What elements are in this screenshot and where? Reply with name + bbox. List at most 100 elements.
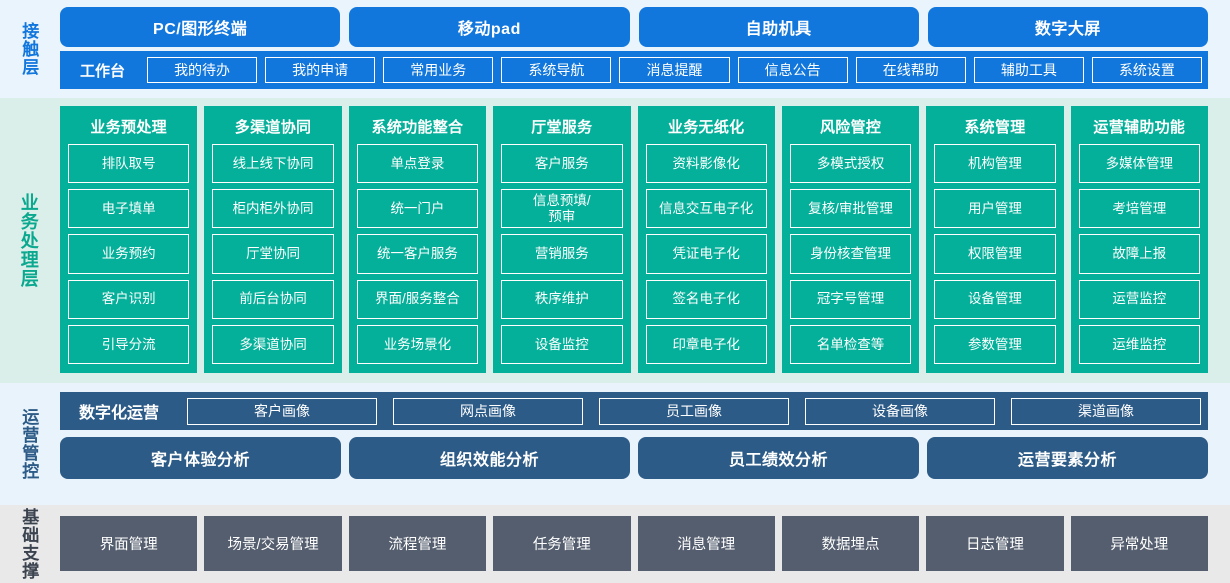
business-column-title: 运营辅助功能 xyxy=(1093,118,1186,136)
base-item-task-management[interactable]: 任务管理 xyxy=(493,516,631,571)
business-item[interactable]: 信息预填/ 预审 xyxy=(501,189,623,229)
channel-box-mobile-pad[interactable]: 移动pad xyxy=(349,7,630,47)
business-column-operations-support: 运营辅助功能 多媒体管理 考培管理 故障上报 运营监控 运维监控 xyxy=(1070,106,1208,373)
business-item[interactable]: 业务场景化 xyxy=(356,324,479,365)
business-column-risk-control: 风险管控 多模式授权 复核/审批管理 身份核查管理 冠字号管理 名单检查等 xyxy=(781,106,920,373)
workbench-item-auxiliary-tools[interactable]: 辅助工具 xyxy=(973,57,1084,83)
business-item[interactable]: 统一客户服务 xyxy=(356,234,479,274)
business-item[interactable]: 营销服务 xyxy=(501,234,623,274)
business-item[interactable]: 资料影像化 xyxy=(645,144,767,184)
base-item-message-management[interactable]: 消息管理 xyxy=(637,516,775,571)
layer-base-body: 界面管理 场景/交易管理 流程管理 任务管理 消息管理 数据埋点 日志管理 异常… xyxy=(56,505,1230,583)
workbench-item-message-alert[interactable]: 消息提醒 xyxy=(619,57,730,83)
portrait-customer[interactable]: 客户画像 xyxy=(187,397,378,425)
business-item[interactable]: 冠字号管理 xyxy=(789,279,912,319)
business-item[interactable]: 秩序维护 xyxy=(501,279,623,319)
analysis-organization-efficiency[interactable]: 组织效能分析 xyxy=(349,437,630,479)
business-column-title: 多渠道协同 xyxy=(234,118,312,136)
business-item[interactable]: 引导分流 xyxy=(68,324,190,365)
business-item[interactable]: 名单检查等 xyxy=(789,324,912,365)
business-column-hall-service: 厅堂服务 客户服务 信息预填/ 预审 营销服务 秩序维护 设备监控 xyxy=(493,106,631,373)
layer-business: 业务处理层 业务预处理 排队取号 电子填单 业务预约 客户识别 引导分流 多渠道… xyxy=(0,98,1230,383)
business-item[interactable]: 复核/审批管理 xyxy=(789,189,912,229)
base-item-process-management[interactable]: 流程管理 xyxy=(348,516,487,571)
business-column-pre-processing: 业务预处理 排队取号 电子填单 业务预约 客户识别 引导分流 xyxy=(60,106,198,373)
analysis-customer-experience[interactable]: 客户体验分析 xyxy=(60,437,341,479)
business-item[interactable]: 设备管理 xyxy=(934,279,1056,319)
business-item[interactable]: 统一门户 xyxy=(356,189,479,229)
portrait-employee[interactable]: 员工画像 xyxy=(599,397,790,425)
analysis-row: 客户体验分析 组织效能分析 员工绩效分析 运营要素分析 xyxy=(60,437,1208,479)
workbench-item-announcement[interactable]: 信息公告 xyxy=(737,57,848,83)
workbench-item-system-navigation[interactable]: 系统导航 xyxy=(501,57,612,83)
business-item[interactable]: 考培管理 xyxy=(1078,189,1200,229)
business-item[interactable]: 厅堂协同 xyxy=(212,234,334,274)
business-item[interactable]: 印章电子化 xyxy=(645,324,767,365)
base-item-scenario-transaction-management[interactable]: 场景/交易管理 xyxy=(204,516,342,571)
business-column-title: 系统管理 xyxy=(964,118,1026,136)
business-item[interactable]: 故障上报 xyxy=(1078,234,1200,274)
business-column-title: 厅堂服务 xyxy=(531,118,593,136)
business-item[interactable]: 身份核查管理 xyxy=(789,234,912,274)
business-item[interactable]: 运维监控 xyxy=(1078,324,1200,365)
business-item[interactable]: 机构管理 xyxy=(934,144,1056,184)
layer-operations-body: 数字化运营 客户画像 网点画像 员工画像 设备画像 渠道画像 客户体验分析 组织… xyxy=(56,383,1230,505)
workbench-bar: 工作台 我的待办 我的申请 常用业务 系统导航 消息提醒 信息公告 在线帮助 辅… xyxy=(60,51,1208,89)
base-item-log-management[interactable]: 日志管理 xyxy=(926,516,1064,571)
business-item[interactable]: 单点登录 xyxy=(356,144,479,184)
workbench-item-common-business[interactable]: 常用业务 xyxy=(383,57,494,83)
business-item[interactable]: 界面/服务整合 xyxy=(356,279,479,319)
business-item[interactable]: 柜内柜外协同 xyxy=(212,189,334,229)
portrait-device[interactable]: 设备画像 xyxy=(805,397,996,425)
business-item[interactable]: 权限管理 xyxy=(934,234,1056,274)
business-item[interactable]: 多模式授权 xyxy=(789,144,912,184)
channel-box-pc[interactable]: PC/图形终端 xyxy=(60,7,341,47)
business-item[interactable]: 客户服务 xyxy=(501,144,623,184)
business-column-paperless: 业务无纸化 资料影像化 信息交互电子化 凭证电子化 签名电子化 印章电子化 xyxy=(637,106,775,373)
business-item[interactable]: 电子填单 xyxy=(68,189,190,229)
business-item[interactable]: 客户识别 xyxy=(68,279,190,319)
business-item[interactable]: 信息交互电子化 xyxy=(645,189,767,229)
business-item[interactable]: 运营监控 xyxy=(1078,279,1200,319)
layer-business-body: 业务预处理 排队取号 电子填单 业务预约 客户识别 引导分流 多渠道协同 线上线… xyxy=(56,98,1230,383)
layer-label-operations: 运营管控 xyxy=(19,408,39,480)
business-column-title: 业务无纸化 xyxy=(667,118,745,136)
business-item[interactable]: 签名电子化 xyxy=(645,279,767,319)
workbench-item-my-application[interactable]: 我的申请 xyxy=(265,57,376,83)
base-item-data-tracking[interactable]: 数据埋点 xyxy=(781,516,920,571)
channel-box-self-service[interactable]: 自助机具 xyxy=(638,7,919,47)
workbench-item-my-todo[interactable]: 我的待办 xyxy=(147,57,258,83)
business-item[interactable]: 业务预约 xyxy=(68,234,190,274)
layer-label-business: 业务处理层 xyxy=(18,193,39,288)
business-column-title: 风险管控 xyxy=(819,118,882,136)
channel-row: PC/图形终端 移动pad 自助机具 数字大屏 xyxy=(60,7,1208,47)
business-column-title: 业务预处理 xyxy=(90,118,167,136)
digital-operations-row: 数字化运营 客户画像 网点画像 员工画像 设备画像 渠道画像 xyxy=(60,392,1208,430)
analysis-employee-performance[interactable]: 员工绩效分析 xyxy=(638,437,919,479)
base-item-ui-management[interactable]: 界面管理 xyxy=(60,516,198,571)
layer-label-base-support: 基础支撑 xyxy=(19,508,39,580)
business-item[interactable]: 前后台协同 xyxy=(212,279,334,319)
business-item[interactable]: 凭证电子化 xyxy=(645,234,767,274)
business-item[interactable]: 线上线下协同 xyxy=(212,144,334,184)
business-column-multichannel: 多渠道协同 线上线下协同 柜内柜外协同 厅堂协同 前后台协同 多渠道协同 xyxy=(204,106,342,373)
portrait-branch[interactable]: 网点画像 xyxy=(393,397,584,425)
business-column-system-integration: 系统功能整合 单点登录 统一门户 统一客户服务 界面/服务整合 业务场景化 xyxy=(348,106,487,373)
portrait-channel[interactable]: 渠道画像 xyxy=(1011,397,1202,425)
base-item-exception-handling[interactable]: 异常处理 xyxy=(1070,516,1208,571)
base-support-row: 界面管理 场景/交易管理 流程管理 任务管理 消息管理 数据埋点 日志管理 异常… xyxy=(60,516,1208,571)
business-item[interactable]: 参数管理 xyxy=(934,324,1056,365)
analysis-operation-elements[interactable]: 运营要素分析 xyxy=(927,437,1208,479)
business-column-system-management: 系统管理 机构管理 用户管理 权限管理 设备管理 参数管理 xyxy=(926,106,1064,373)
business-item[interactable]: 多媒体管理 xyxy=(1078,144,1200,184)
business-item[interactable]: 设备监控 xyxy=(501,324,623,365)
workbench-item-online-help[interactable]: 在线帮助 xyxy=(855,57,966,83)
workbench-title: 工作台 xyxy=(80,62,126,80)
layer-label-contact: 接触层 xyxy=(19,22,39,76)
layer-contact-body: PC/图形终端 移动pad 自助机具 数字大屏 工作台 我的待办 我的申请 常用… xyxy=(56,0,1230,98)
business-item[interactable]: 多渠道协同 xyxy=(212,324,334,365)
workbench-item-system-settings[interactable]: 系统设置 xyxy=(1091,57,1202,83)
business-item[interactable]: 排队取号 xyxy=(68,144,190,184)
business-item[interactable]: 用户管理 xyxy=(934,189,1056,229)
channel-box-digital-screen[interactable]: 数字大屏 xyxy=(927,7,1208,47)
